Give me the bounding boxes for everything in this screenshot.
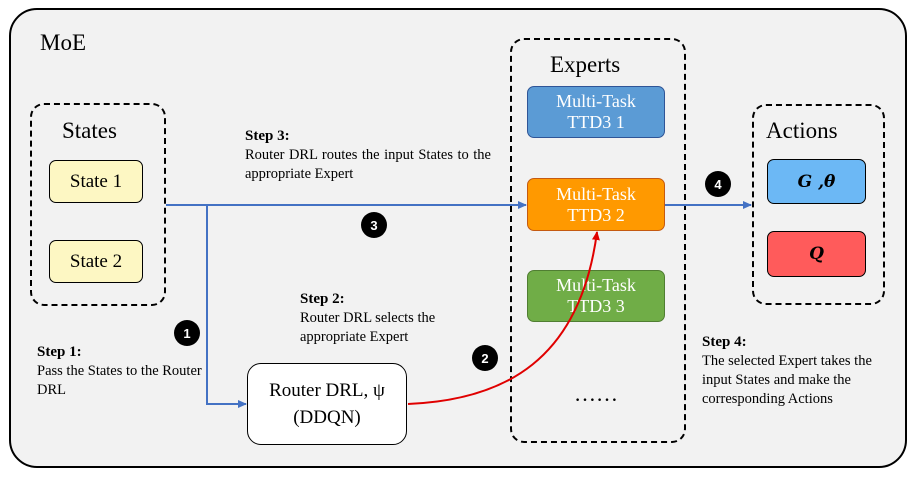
expert-2-box: Multi-Task TTD3 2: [527, 178, 665, 231]
expert-3-line1: Multi-Task: [556, 275, 636, 295]
experts-group: [510, 38, 686, 443]
actions-title: Actions: [766, 118, 838, 143]
expert-1-line1: Multi-Task: [556, 91, 636, 111]
step-4-title: Step 4:: [702, 334, 747, 350]
step-1-title: Step 1:: [37, 344, 82, 360]
expert-2-line2: TTD3 2: [567, 204, 625, 225]
state-2-box: State 2: [49, 240, 143, 283]
states-title: States: [62, 118, 117, 143]
expert-3-line2: TTD3 3: [567, 296, 625, 316]
step-marker-3: 3: [361, 212, 387, 238]
action-g-theta-box: G ,θ: [767, 159, 866, 204]
actions-group: [752, 104, 885, 305]
step-marker-2: 2: [472, 345, 498, 371]
step-3-text: Step 3: Router DRL routes the input Stat…: [245, 127, 491, 184]
states-group: [30, 103, 166, 306]
step-1-body: Pass the States to the Router DRL: [37, 363, 202, 398]
router-line1: Router DRL, ψ: [269, 380, 385, 401]
step-4-body: The selected Expert takes the input Stat…: [702, 353, 872, 407]
experts-title: Experts: [550, 52, 621, 77]
step-2-text: Step 2: Router DRL selects the appropria…: [300, 290, 480, 347]
router-line2: (DDQN): [293, 407, 361, 428]
step-2-body: Router DRL selects the appropriate Exper…: [300, 310, 436, 345]
action-q-box: Q: [767, 231, 866, 277]
expert-1-line2: TTD3 1: [567, 112, 625, 132]
expert-1-box: Multi-Task TTD3 1: [527, 86, 665, 138]
step-marker-4: 4: [705, 171, 731, 197]
step-1-text: Step 1: Pass the States to the Router DR…: [37, 343, 207, 400]
expert-3-box: Multi-Task TTD3 3: [527, 270, 665, 322]
step-3-body: Router DRL routes the input States to th…: [245, 147, 491, 182]
experts-ellipsis: ……: [574, 381, 618, 406]
step-4-text: Step 4: The selected Expert takes the in…: [702, 333, 902, 409]
moe-container: [9, 8, 907, 468]
state-1-box: State 1: [49, 160, 143, 203]
router-to-expert-arrow: [407, 231, 600, 405]
states-to-router-arrow: [206, 205, 247, 408]
expert-2-line1: Multi-Task: [556, 183, 636, 204]
step-2-title: Step 2:: [300, 291, 345, 307]
step-marker-1: 1: [174, 320, 200, 346]
moe-label: MoE: [40, 30, 86, 55]
step-3-title: Step 3:: [245, 128, 290, 144]
router-drl-box: Router DRL, ψ (DDQN): [247, 363, 407, 445]
